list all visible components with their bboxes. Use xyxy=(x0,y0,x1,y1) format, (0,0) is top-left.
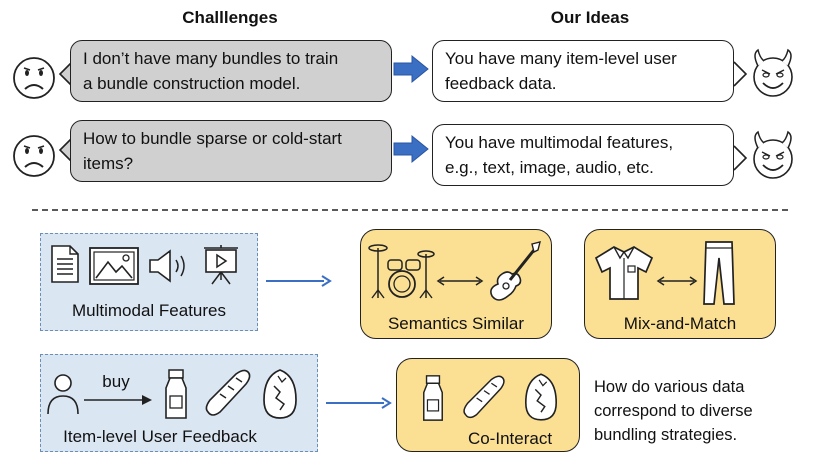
pants-icon xyxy=(703,241,735,305)
sad-face-icon xyxy=(13,57,55,99)
big-arrow-icon xyxy=(393,134,429,164)
challenge-bubble-1: I don’t have many bundles to train a bun… xyxy=(70,40,392,102)
speaker-icon xyxy=(149,249,185,283)
drum-kit-icon xyxy=(368,244,435,299)
dashed-separator xyxy=(32,209,792,211)
big-arrow-icon xyxy=(393,54,429,84)
shirt-icon xyxy=(594,246,654,300)
bubble-tail xyxy=(58,137,73,163)
image-icon xyxy=(89,247,139,285)
guitar-icon xyxy=(490,241,541,301)
broken-egg-icon xyxy=(263,369,297,419)
bubble-tail xyxy=(733,145,748,171)
devil-smile-icon xyxy=(753,130,793,179)
idea-text: You have many item-level user feedback d… xyxy=(445,49,677,93)
question-text: How do various data correspond to divers… xyxy=(594,378,753,444)
bottle-icon xyxy=(165,369,187,419)
person-icon xyxy=(47,374,79,415)
challenges-heading: Challlenges xyxy=(182,8,278,27)
idea-bubble-1: You have many item-level user feedback d… xyxy=(432,40,734,102)
presentation-icon xyxy=(204,245,238,285)
bottle-icon xyxy=(423,375,443,421)
bidirectional-arrow xyxy=(436,276,484,286)
challenge-bubble-2: How to bundle sparse or cold-start items… xyxy=(70,120,392,182)
bubble-tail xyxy=(733,61,748,87)
bidirectional-arrow xyxy=(656,276,698,286)
ideas-heading: Our Ideas xyxy=(550,8,630,27)
bread-icon xyxy=(463,375,505,419)
thin-arrow-icon xyxy=(266,275,332,287)
thin-arrow-icon xyxy=(326,397,392,409)
buy-arrow xyxy=(84,395,152,405)
broken-egg-icon xyxy=(524,373,558,421)
mix-and-match-label: Mix-and-Match xyxy=(623,314,737,333)
sad-face-icon xyxy=(13,135,55,177)
challenge-text: How to bundle sparse or cold-start items… xyxy=(83,129,342,173)
devil-smile-icon xyxy=(753,48,793,97)
document-icon xyxy=(51,245,79,283)
semantics-similar-label: Semantics Similar xyxy=(387,314,525,333)
idea-text: You have multimodal features, e.g., text… xyxy=(445,133,674,177)
bubble-tail xyxy=(58,61,73,87)
buy-label: buy xyxy=(102,372,130,391)
user-feedback-label: Item-level User Feedback xyxy=(63,427,257,446)
bread-icon xyxy=(205,369,251,416)
idea-bubble-2: You have multimodal features, e.g., text… xyxy=(432,124,734,186)
multimodal-features-label: Multimodal Features xyxy=(71,301,226,320)
co-interact-label: Co-Interact xyxy=(467,429,553,448)
challenge-text: I don’t have many bundles to train a bun… xyxy=(83,49,339,93)
